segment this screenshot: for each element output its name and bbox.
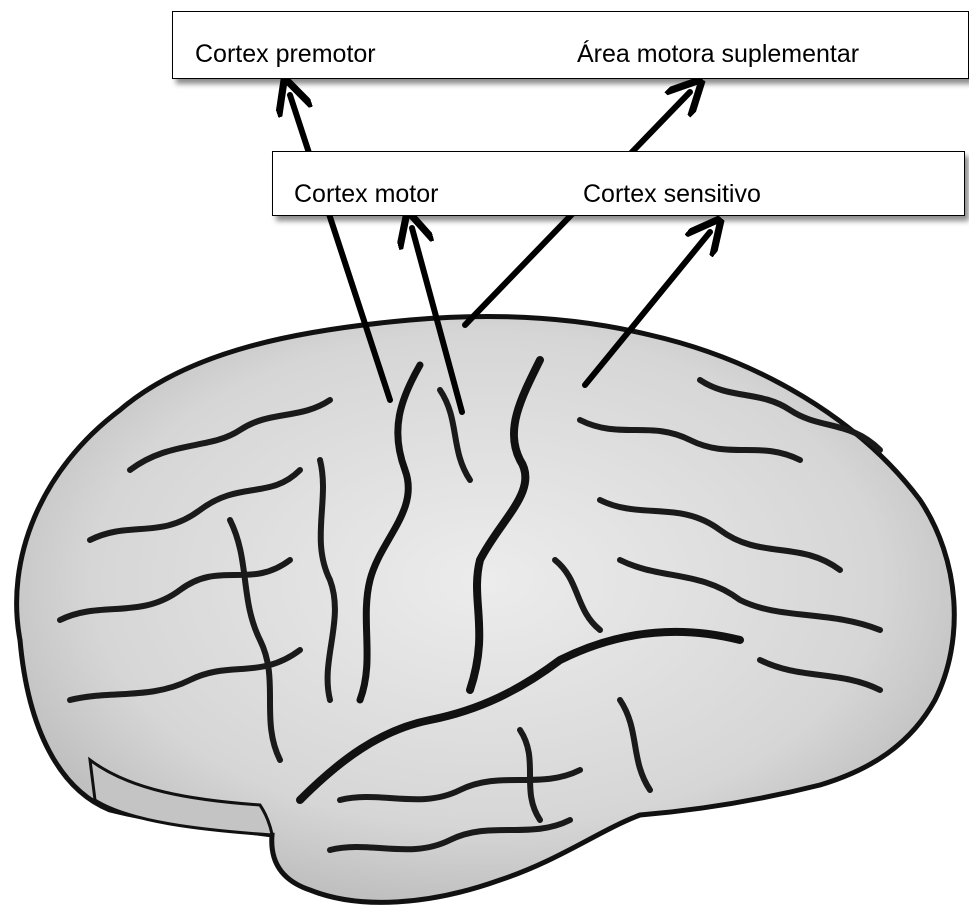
label-motor-cortex: Cortex motor bbox=[294, 180, 438, 209]
label-supplementary-motor-area: Área motora suplementar bbox=[577, 40, 859, 69]
label-premotor: Cortex premotor bbox=[195, 40, 376, 69]
middle-label-box: Cortex motor Cortex sensitivo bbox=[272, 151, 965, 216]
top-label-box: Cortex premotor Área motora suplementar bbox=[172, 11, 969, 79]
label-sensory-cortex: Cortex sensitivo bbox=[583, 180, 761, 209]
